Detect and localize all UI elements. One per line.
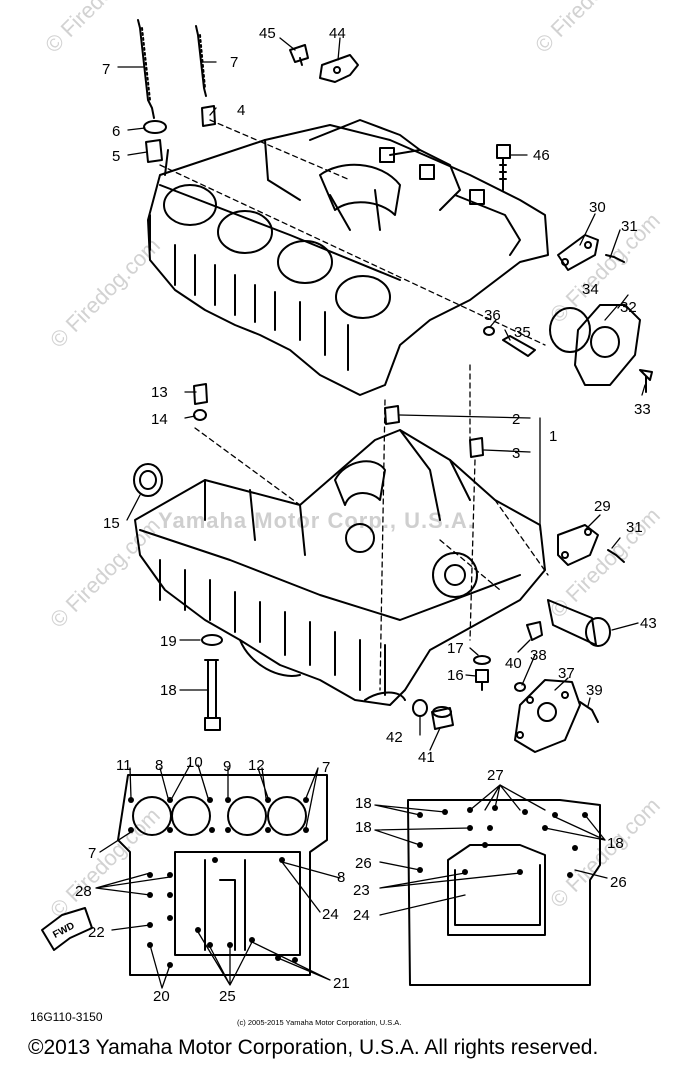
callout-46: 46 (533, 147, 550, 164)
oil-pump-cover (514, 679, 581, 753)
o-ring (143, 120, 167, 134)
callout-18: 18 (607, 835, 624, 852)
bolt (475, 669, 489, 691)
callout-44: 44 (329, 25, 346, 42)
callout-14: 14 (151, 411, 168, 428)
callout-43: 43 (640, 615, 657, 632)
callout-2: 2 (512, 411, 520, 428)
callout-7: 7 (322, 759, 330, 776)
bolt (579, 701, 599, 723)
pin (502, 335, 536, 357)
callout-5: 5 (112, 148, 120, 165)
o-ring (514, 682, 526, 692)
o-ring (412, 699, 428, 717)
callout-45: 45 (259, 25, 276, 42)
bolt (496, 144, 511, 191)
drain-plug (431, 707, 454, 730)
callout-22: 22 (88, 924, 105, 941)
callout-18: 18 (160, 682, 177, 699)
callout-24: 24 (353, 907, 370, 924)
callout-8: 8 (155, 757, 163, 774)
callout-29: 29 (594, 498, 611, 515)
callout-20: 20 (153, 988, 170, 1005)
callout-12: 12 (248, 757, 265, 774)
callout-13: 13 (151, 384, 168, 401)
callout-11: 11 (116, 757, 132, 774)
bolt (204, 659, 219, 719)
callout-40: 40 (505, 655, 522, 672)
footer-copyright: ©2013 Yamaha Motor Corporation, U.S.A. A… (28, 1036, 599, 1059)
o-ring (549, 307, 591, 353)
callout-18: 18 (355, 795, 372, 812)
callout-10: 10 (186, 754, 203, 771)
collar (145, 139, 163, 163)
callout-33: 33 (634, 401, 651, 418)
bolt (289, 44, 309, 66)
callout-39: 39 (586, 682, 603, 699)
callout-18: 18 (355, 819, 372, 836)
dowel-pin (384, 405, 400, 425)
callout-31: 31 (626, 519, 643, 536)
upper-case-bolt-pattern (117, 774, 328, 976)
callout-37: 37 (558, 665, 575, 682)
callout-7: 7 (102, 61, 110, 78)
callout-7: 7 (88, 845, 96, 862)
callout-31: 31 (621, 218, 638, 235)
screw (605, 254, 625, 263)
callout-24: 24 (322, 906, 339, 923)
callout-26: 26 (610, 874, 627, 891)
callout-41: 41 (418, 749, 435, 766)
cover-plate (557, 524, 599, 566)
bearing-housing (574, 304, 641, 386)
callout-19: 19 (160, 633, 177, 650)
watermark-center: Yamaha Motor Corp., U.S.A. (158, 508, 475, 533)
callout-8: 8 (337, 869, 345, 886)
breather-bracket (319, 54, 359, 83)
source-copyright: (c) 2005-2015 Yamaha Motor Corporation, … (237, 1018, 402, 1027)
bolt (639, 369, 653, 393)
callout-23: 23 (353, 882, 370, 899)
callout-15: 15 (103, 515, 120, 532)
callout-21: 21 (333, 975, 350, 992)
lower-case-bolt-pattern (407, 799, 601, 986)
callout-34: 34 (582, 281, 599, 298)
callout-3: 3 (512, 445, 520, 462)
drawing-code: 16G110-3150 (30, 1010, 103, 1024)
callout-42: 42 (386, 729, 403, 746)
callout-30: 30 (589, 199, 606, 216)
dowel-pin (201, 105, 216, 127)
callout-6: 6 (112, 123, 120, 140)
washer (201, 634, 223, 646)
callout-7: 7 (230, 54, 238, 71)
callout-35: 35 (514, 324, 531, 341)
callout-1: 1 (549, 428, 557, 445)
oil-seal (133, 463, 163, 497)
callout-4: 4 (237, 102, 245, 119)
dowel-pin (193, 383, 208, 405)
washer (473, 655, 491, 665)
fitting (526, 621, 543, 641)
callout-9: 9 (223, 758, 231, 775)
upper-crankcase (147, 119, 549, 396)
screw (607, 549, 625, 563)
callout-17: 17 (447, 640, 464, 657)
stud-bolt (195, 25, 207, 97)
callout-38: 38 (530, 647, 547, 664)
callout-26: 26 (355, 855, 372, 872)
stud-bolt (137, 19, 155, 119)
cover-plate (557, 234, 599, 271)
callout-16: 16 (447, 667, 464, 684)
o-ring (193, 409, 207, 421)
callout-25: 25 (219, 988, 236, 1005)
callout-36: 36 (484, 307, 501, 324)
callout-32: 32 (620, 299, 637, 316)
lower-crankcase (134, 429, 546, 706)
callout-28: 28 (75, 883, 92, 900)
fwd-arrow-icon (41, 907, 93, 951)
dowel-pin (469, 437, 484, 458)
callout-27: 27 (487, 767, 504, 784)
